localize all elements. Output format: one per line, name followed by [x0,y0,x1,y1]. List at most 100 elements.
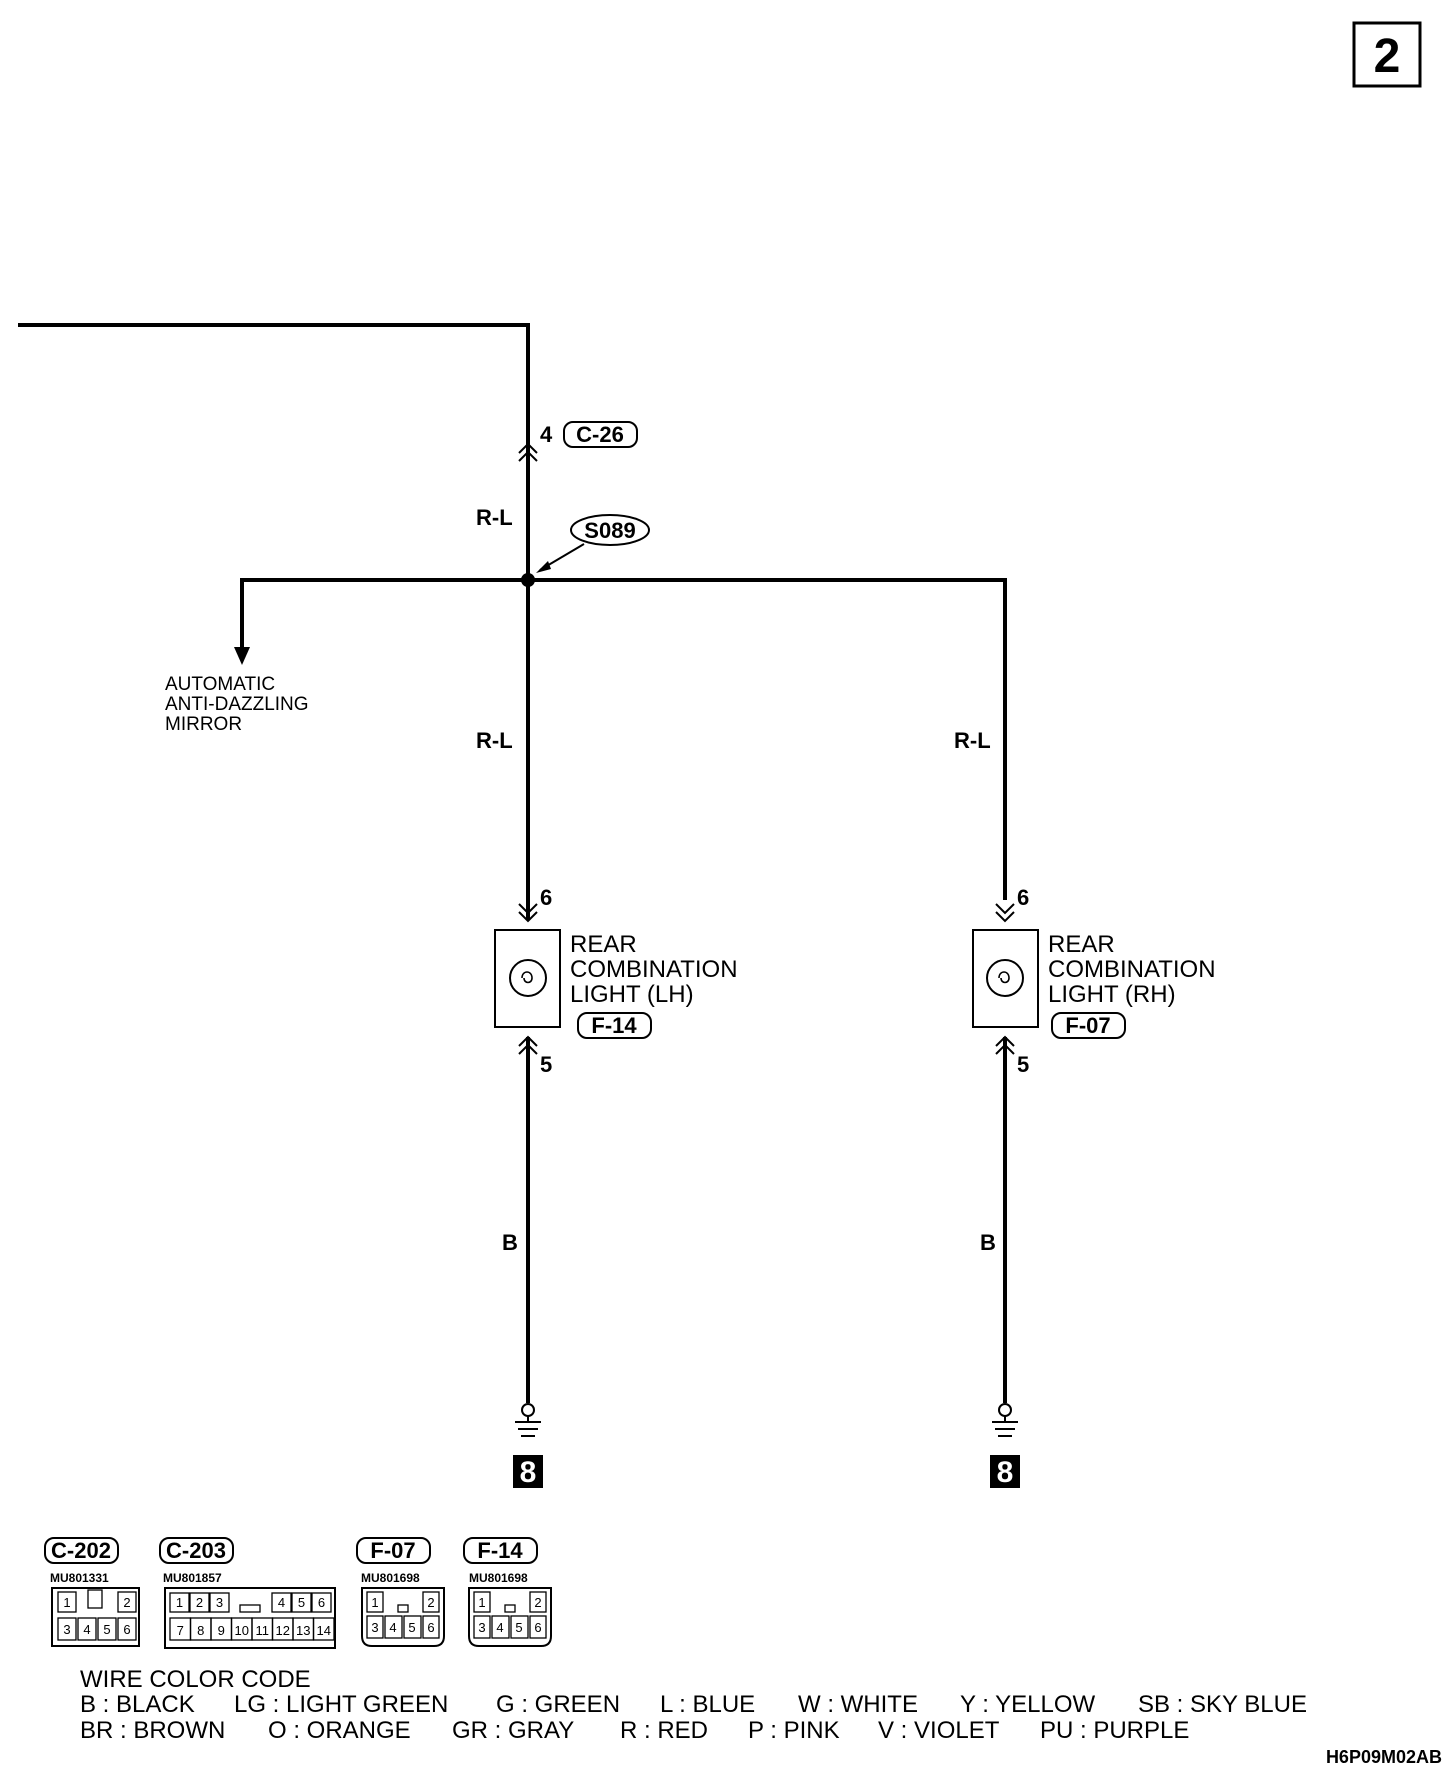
lh-name-line-1: REAR [570,931,637,958]
legend-entry: G : GREEN [496,1691,620,1718]
legend-entry: L : BLUE [660,1691,755,1718]
c203-pin-cell [311,1592,332,1613]
c203-key [239,1604,261,1613]
lh-name-line-2: COMBINATION [570,956,738,983]
c26-connector-id: C-26 [576,422,624,447]
rh-ground-symbol [990,1403,1020,1488]
rh-wire-color: R-L [954,728,991,753]
connector-view-c202: C-202 MU801331 1 2 3 4 5 6 [44,1537,140,1647]
drawing-code: H6P09M02AB [1326,1747,1442,1767]
rh-pin-out: 5 [1017,1052,1029,1077]
branch-line-1: AUTOMATIC [165,674,275,695]
legend-entry: Y : YELLOW [960,1691,1096,1718]
c203-pin: 7 [177,1623,184,1638]
c202-pin: 4 [83,1622,90,1637]
rh-ground-number: 8 [997,1456,1014,1489]
lh-rear-combination-light [494,929,561,1028]
c203-pin: 2 [196,1595,203,1610]
c203-pin: 8 [197,1623,204,1638]
trunk-wire [18,323,530,580]
lh-pin-out: 5 [540,1052,552,1077]
page-number-box: 2 [1352,21,1422,88]
c202-part-no: MU801331 [50,1571,109,1585]
c202-pin: 6 [123,1622,130,1637]
f14-pin: 5 [515,1620,522,1635]
f14-pin: 2 [534,1595,541,1610]
c202-pin: 2 [123,1595,130,1610]
connector-view-f07: F-07 MU801698 1 2 3 4 5 6 [356,1537,445,1647]
f14-pin: 6 [534,1620,541,1635]
f07-pin: 3 [371,1620,378,1635]
c202-id: C-202 [51,1538,111,1563]
c203-part-no: MU801857 [163,1571,222,1585]
c203-id: C-203 [166,1538,226,1563]
splice-s089: S089 [536,514,650,573]
lh-name-line-3: LIGHT (LH) [570,981,694,1008]
c202-pin: 5 [103,1622,110,1637]
c203-pin: 12 [276,1623,290,1638]
connector-c26-symbol [518,442,538,462]
c203-pin-cell [312,1617,335,1641]
lh-pin-in: 6 [540,885,552,910]
trunk-wire-color: R-L [476,505,513,530]
legend-entry: LG : LIGHT GREEN [234,1691,448,1718]
c203-pin: 6 [318,1595,325,1610]
legend-entry: P : PINK [748,1717,840,1744]
branch-destination-label: AUTOMATIC ANTI-DAZZLING MIRROR [165,674,314,735]
c203-pin: 11 [256,1623,270,1638]
c203-pin: 5 [298,1595,305,1610]
c202-pin: 1 [63,1595,70,1610]
lh-ground-number: 8 [520,1456,537,1489]
f14-pin: 4 [496,1620,503,1635]
splice-bus [240,573,1007,900]
f14-pin: 3 [478,1620,485,1635]
legend-entry: W : WHITE [798,1691,918,1718]
legend-entry: PU : PURPLE [1040,1717,1189,1744]
legend-entry: R : RED [620,1717,708,1744]
page-number: 2 [1374,30,1401,83]
rh-light-pin-in-chevron [995,903,1015,923]
f14-id: F-14 [477,1538,523,1563]
c203-pin-cell [209,1592,230,1613]
lh-connector-id: F-14 [591,1013,637,1038]
branch-line-2: ANTI-DAZZLING [165,694,309,715]
c203-pin-cell [189,1592,210,1613]
connector-view-f14: F-14 MU801698 1 2 3 4 5 6 [463,1537,552,1647]
c203-pin-cell [169,1592,190,1613]
lh-connector-tag: F-14 [577,1012,652,1039]
legend-entry: B : BLACK [80,1691,195,1718]
c203-pin: 13 [296,1623,310,1638]
lh-wire-color: R-L [476,728,513,753]
f07-pin: 1 [371,1595,378,1610]
f14-part-no: MU801698 [469,1571,528,1585]
legend-entry: GR : GRAY [452,1717,574,1744]
c203-pin: 10 [235,1623,249,1638]
f14-pin: 1 [478,1595,485,1610]
rh-ground-wire-color: B [980,1230,996,1255]
connector-c26-tag: C-26 [563,421,638,448]
c203-pin-cell [291,1592,312,1613]
lh-ground-symbol [513,1403,543,1488]
splice-label: S089 [584,518,635,543]
branch-line-3: MIRROR [165,714,242,735]
legend-title: WIRE COLOR CODE [80,1666,311,1693]
f07-pin: 4 [389,1620,396,1635]
rh-name-line-2: COMBINATION [1048,956,1216,983]
f07-pin: 6 [427,1620,434,1635]
rh-pin-in: 6 [1017,885,1029,910]
legend-entry: BR : BROWN [80,1717,225,1744]
c203-pin: 4 [278,1595,285,1610]
c203-pin: 1 [176,1595,183,1610]
f07-pin: 5 [408,1620,415,1635]
legend-entry: SB : SKY BLUE [1138,1691,1307,1718]
branch-arrow [234,647,250,665]
c26-pin-label: 4 [540,422,553,447]
lh-ground-wire-color: B [502,1230,518,1255]
rh-connector-id: F-07 [1065,1013,1110,1038]
rh-light-name: REAR COMBINATION LIGHT (RH) [1048,931,1222,1008]
f07-pin: 2 [427,1595,434,1610]
lh-light-pin-in-chevron [518,903,538,923]
